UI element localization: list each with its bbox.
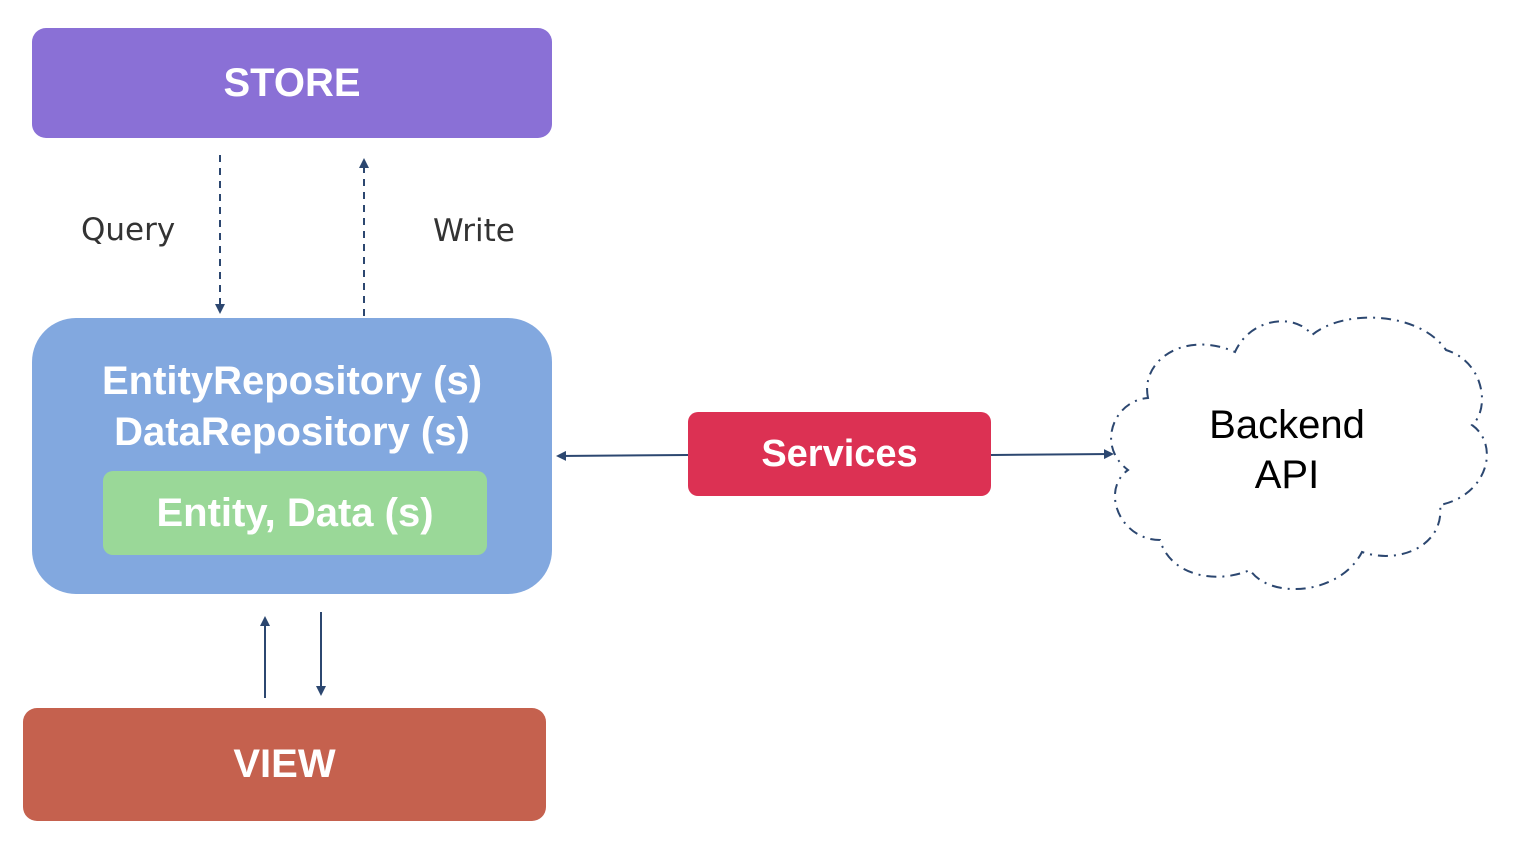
backend-api-node: Backend API <box>1180 400 1394 500</box>
backend-label: Backend <box>1209 403 1365 447</box>
view-node: VIEW <box>23 708 546 821</box>
api-label: API <box>1254 453 1320 497</box>
store-label: STORE <box>223 60 361 105</box>
data-repository-label: DataRepository (s) <box>114 410 470 454</box>
entity-data-node: Entity, Data (s) <box>103 471 487 555</box>
backend-cloud-shape <box>1110 316 1488 590</box>
services-node: Services <box>688 412 991 496</box>
services-to-backend-arrow <box>990 449 1114 460</box>
view-label: VIEW <box>233 742 336 786</box>
entity-repository-label: EntityRepository (s) <box>101 359 483 403</box>
write-label: Write <box>433 213 515 249</box>
repository-node: EntityRepository (s) DataRepository (s) … <box>32 318 552 594</box>
store-node: STORE <box>32 28 552 138</box>
services-to-repository-arrow <box>556 450 689 461</box>
services-label: Services <box>761 432 918 475</box>
entity-data-label: Entity, Data (s) <box>156 490 434 535</box>
query-label: Query <box>81 212 176 248</box>
